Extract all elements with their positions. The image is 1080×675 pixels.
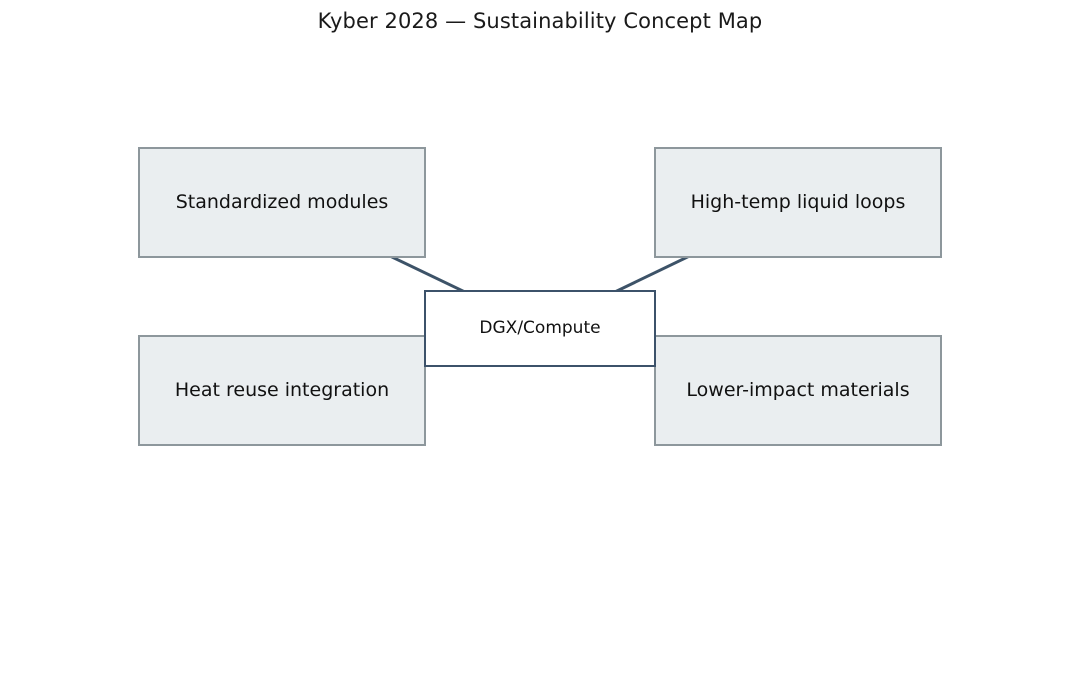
node-lower-impact-materials[interactable]: Lower-impact materials [654,335,942,446]
node-standardized-modules[interactable]: Standardized modules [138,147,426,258]
node-label: DGX/Compute [479,318,601,338]
node-label: High-temp liquid loops [690,191,906,213]
node-heat-reuse-integration[interactable]: Heat reuse integration [138,335,426,446]
node-dgx-compute[interactable]: DGX/Compute [424,290,656,367]
node-label: Standardized modules [175,191,389,213]
node-label: Lower-impact materials [686,379,910,401]
node-label: Heat reuse integration [174,379,390,401]
page-title: Kyber 2028 — Sustainability Concept Map [317,9,763,33]
node-high-temp-liquid-loops[interactable]: High-temp liquid loops [654,147,942,258]
